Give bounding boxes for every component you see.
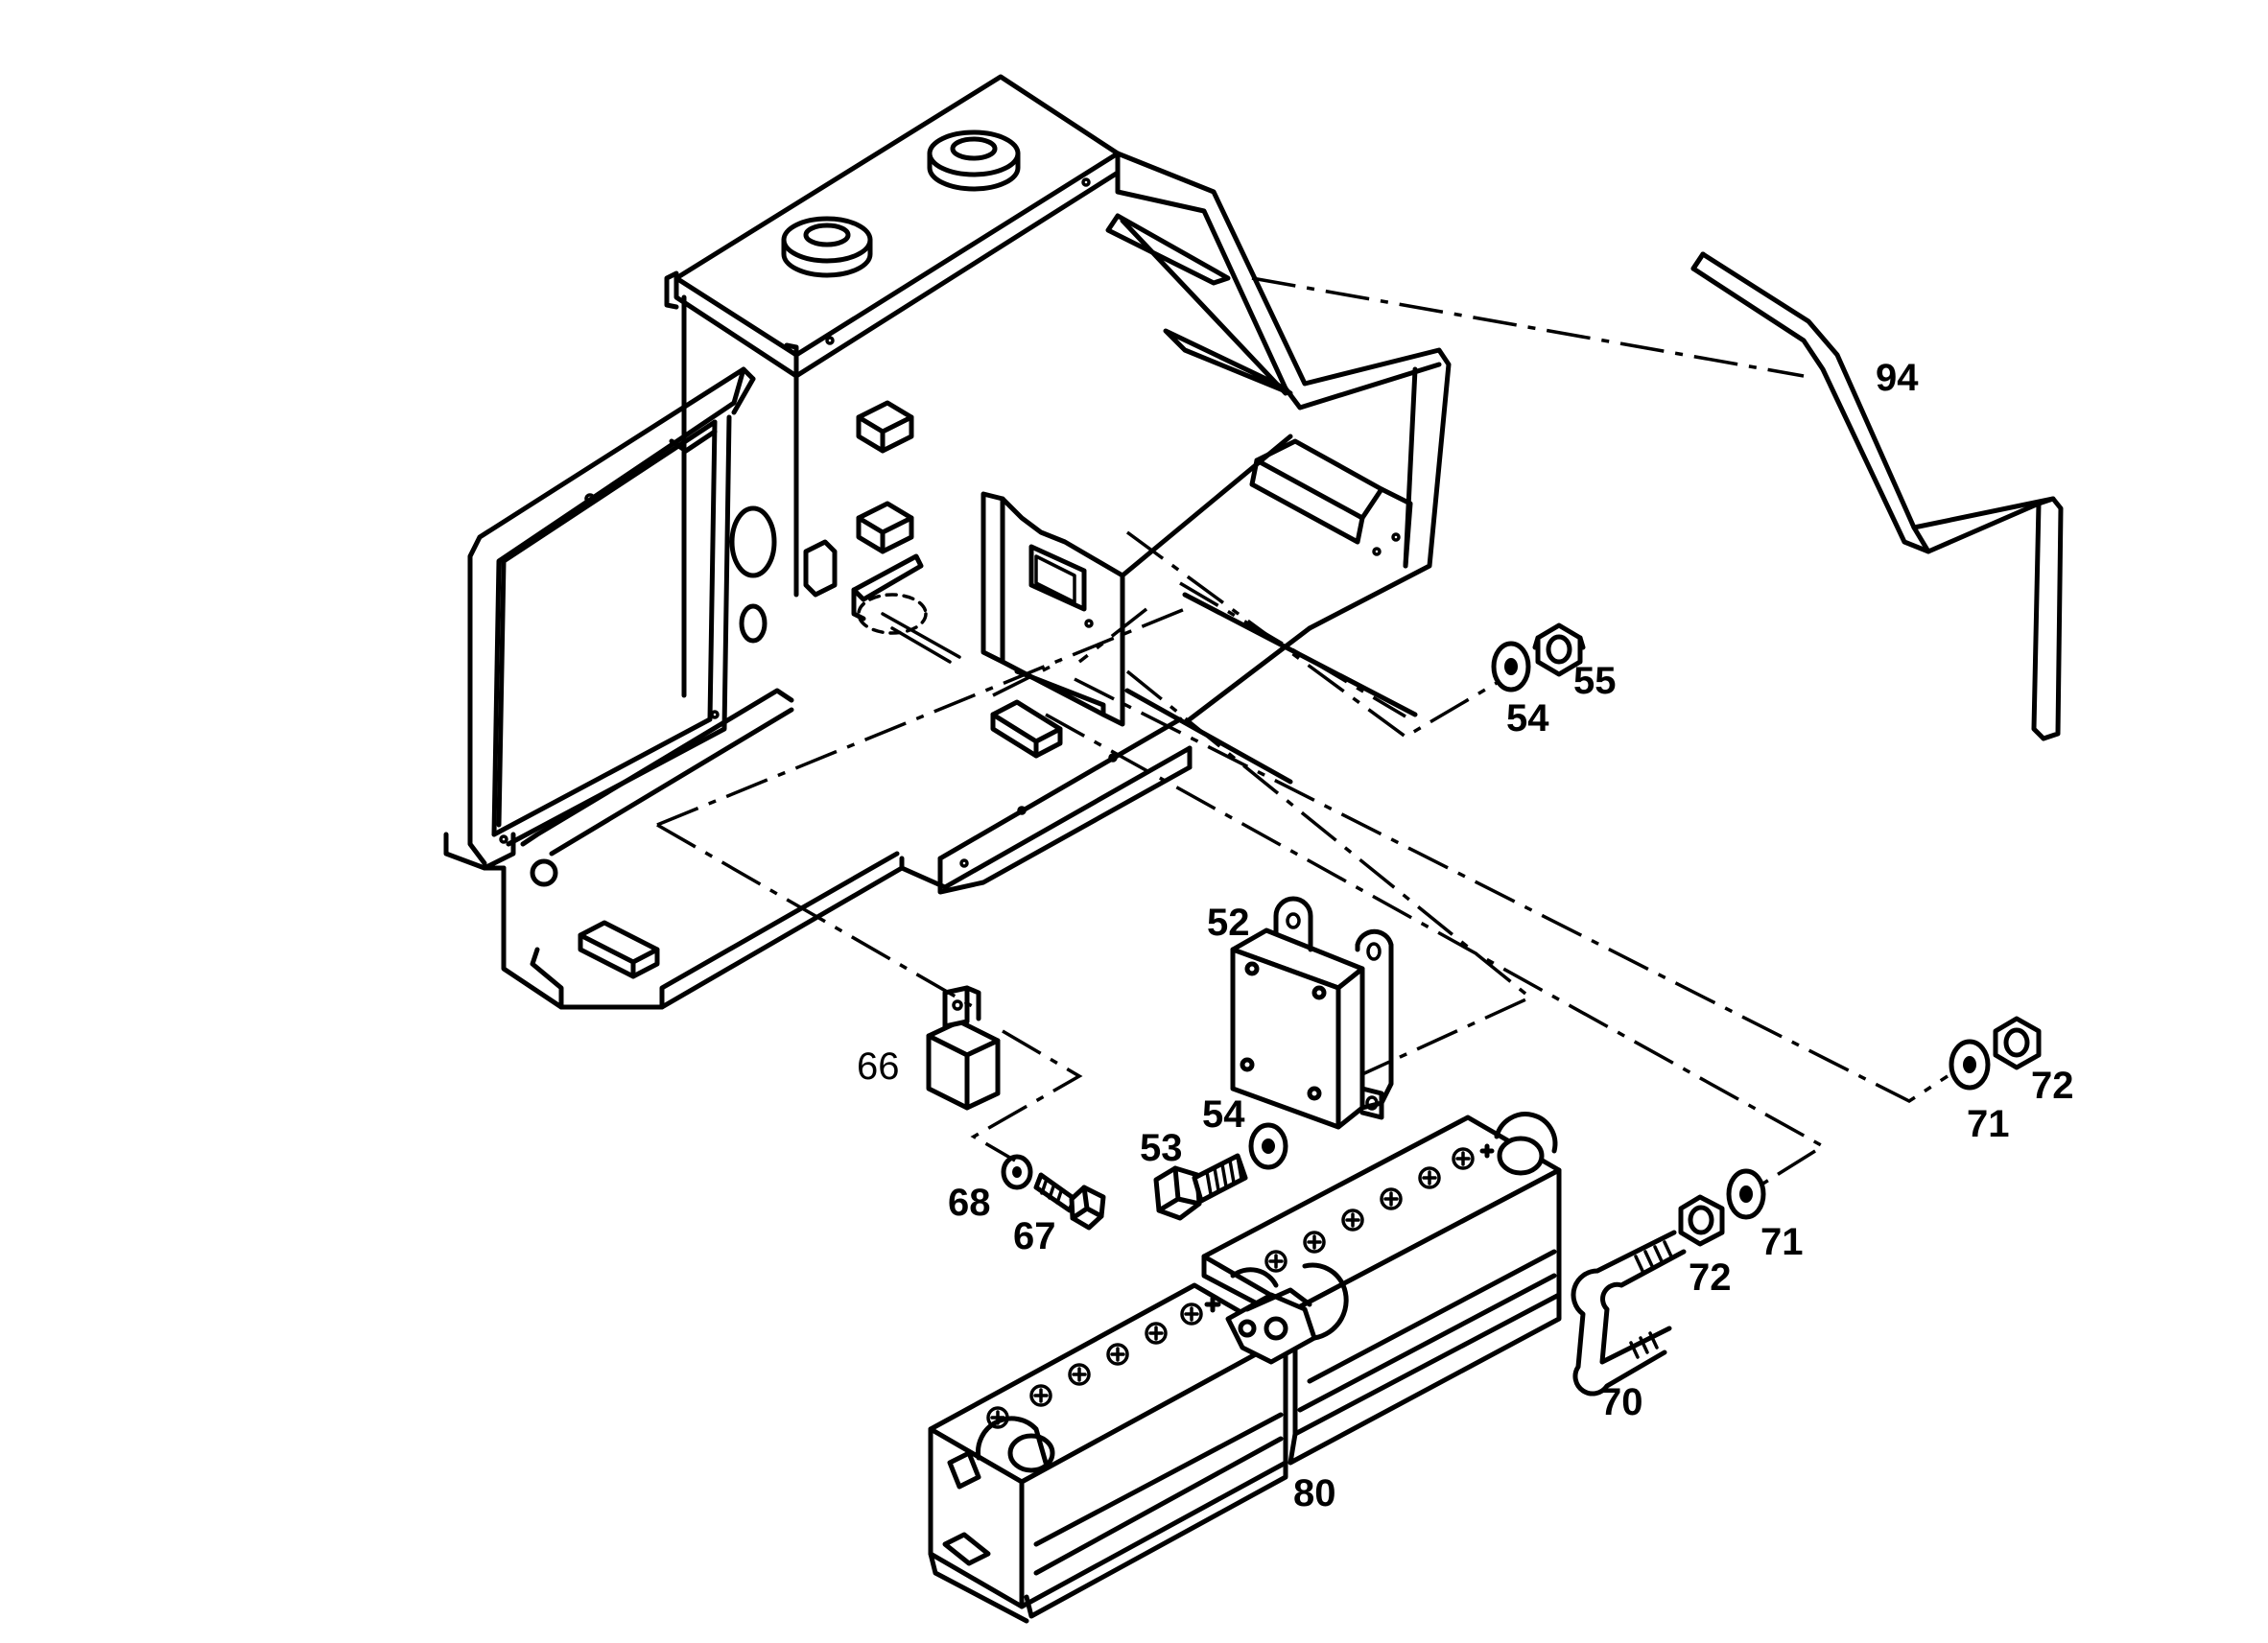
- nut-72-lower: [1678, 1194, 1725, 1247]
- bent-holding-bar: [1690, 251, 2064, 741]
- callout-54-lower: 54: [1202, 1093, 1245, 1136]
- callouts: 94 55 54 52 66 54 53 72 71 68 67 71 72 7…: [857, 357, 2074, 1514]
- callout-72-upper: 72: [2031, 1065, 2074, 1107]
- callout-54-upper: 54: [1506, 697, 1549, 739]
- callout-52: 52: [1207, 902, 1250, 944]
- small-relay: [926, 985, 1001, 1111]
- nut-55: [1532, 622, 1586, 677]
- callout-67: 67: [1013, 1215, 1056, 1257]
- battery-tray-frame: [443, 74, 1452, 1010]
- washer-71-upper: [1949, 1039, 1991, 1091]
- callout-71-upper: 71: [1967, 1103, 2010, 1145]
- washer-68: [1001, 1154, 1033, 1190]
- u-bolt: [1571, 1230, 1687, 1397]
- washer-54-upper: [1491, 641, 1531, 692]
- nut-72-upper: [1993, 1016, 2042, 1070]
- callout-72-lower: 72: [1689, 1256, 1732, 1299]
- callout-70: 70: [1600, 1381, 1643, 1423]
- leader-lines: [656, 276, 1949, 1196]
- callout-80: 80: [1293, 1472, 1336, 1514]
- bolt-53: [1153, 1153, 1248, 1221]
- relay-box: [1230, 896, 1394, 1130]
- battery-pair: [928, 1112, 1562, 1624]
- callout-68: 68: [948, 1182, 991, 1224]
- callout-66: 66: [857, 1045, 900, 1088]
- callout-55: 55: [1573, 660, 1617, 702]
- callout-53: 53: [1140, 1127, 1183, 1169]
- callout-94: 94: [1876, 357, 1919, 399]
- washer-54-lower: [1248, 1122, 1288, 1170]
- callout-71-lower: 71: [1760, 1221, 1804, 1263]
- screw-67: [1033, 1172, 1106, 1231]
